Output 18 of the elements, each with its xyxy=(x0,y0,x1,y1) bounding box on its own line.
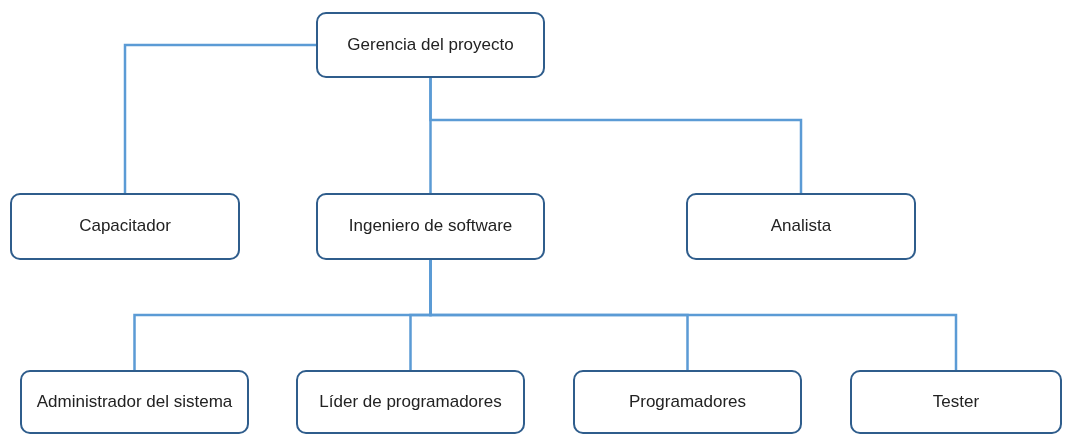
role-box xyxy=(316,193,545,260)
role-label: Administrador del sistema xyxy=(36,390,233,413)
role-box xyxy=(10,193,240,260)
role-label: Tester xyxy=(932,390,980,413)
connector-line xyxy=(123,43,316,193)
role-box xyxy=(573,370,802,434)
role-box xyxy=(20,370,249,434)
role-box xyxy=(296,370,525,434)
role-box xyxy=(686,193,916,260)
role-label: Líder de programadores xyxy=(319,390,502,413)
connector-line xyxy=(429,78,803,193)
role-label: Ingeniero de software xyxy=(348,215,513,238)
role-label: Gerencia del proyecto xyxy=(347,33,514,56)
role-box xyxy=(850,370,1062,434)
role-label: Capacitador xyxy=(79,215,171,238)
role-box xyxy=(316,12,545,78)
role-label: Programadores xyxy=(628,390,747,413)
role-label: Analista xyxy=(770,215,832,238)
